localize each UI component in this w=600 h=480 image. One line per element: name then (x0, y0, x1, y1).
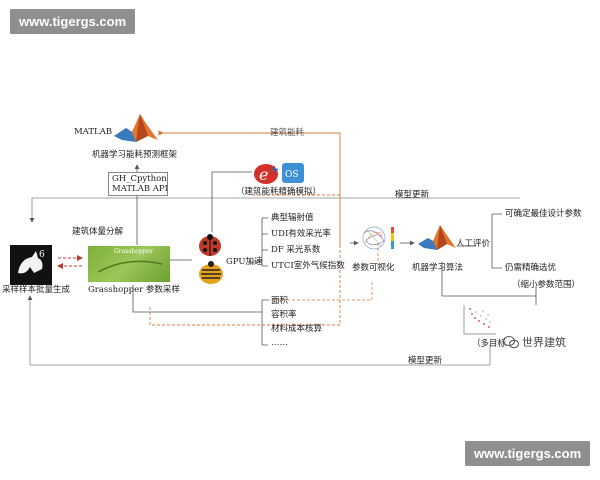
ladybug-icon (199, 234, 221, 256)
narrow-range-label: （缩小参数范围） (512, 280, 581, 290)
matlab-api-label: MATLAB API (112, 184, 168, 194)
wechat-logo: 世界建筑 (503, 334, 566, 350)
matlab-icon-ml (418, 225, 456, 250)
watermark-top: www.tigergs.com (10, 9, 136, 34)
metric-radiation: 典型辐射值 (271, 213, 314, 223)
energy-loop-line (149, 130, 341, 326)
sim-note-label: （建筑能耗精确模拟） (236, 187, 322, 197)
volume-decomp-label: 建筑体量分解 (72, 227, 124, 237)
metric-df: DF 采光系数 (271, 245, 321, 255)
svg-text:OS: OS (285, 170, 299, 180)
sample-gen-label: 采样样本批量生成 (2, 285, 71, 295)
watermark-bottom: www.tigergs.com (465, 441, 591, 466)
metric-far: 容积率 (271, 310, 297, 320)
multi-target-label: （多目标 (472, 339, 507, 349)
metric-udi: UDI有效采光率 (271, 229, 331, 239)
building-energy-label: 建筑能耗 (270, 128, 305, 138)
svg-text:e: e (259, 165, 268, 184)
honeybee-icon (199, 261, 223, 284)
logo-text: 世界建筑 (522, 336, 566, 349)
wechat-icon (503, 336, 519, 349)
manual-eval-label: 人工评价 (456, 239, 491, 249)
metric-material-cost: 材料成本核算 (271, 324, 323, 334)
svg-text:6: 6 (39, 250, 45, 260)
pareto-scatter (463, 305, 496, 335)
grasshopper-sampling-label: Grasshopper 参数采样 (88, 285, 180, 295)
param-vis-label: 参数可视化 (352, 263, 395, 273)
model-update-top-label: 模型更新 (395, 190, 430, 200)
grasshopper-image: Grasshopper (88, 246, 170, 282)
ml-framework-label: 机器学习能耗预测框架 (92, 150, 178, 160)
gpu-accel-label: GPU加速 (226, 257, 263, 267)
rhino-icon: 6 (10, 245, 52, 285)
fine-select-label: 仍需精确选优 (505, 263, 557, 273)
model-update-bottom-line (27, 295, 491, 366)
determine-best-label: 可确定最佳设计参数 (505, 209, 582, 219)
matlab-label: MATLAB (74, 127, 113, 137)
metric-area: 面积 (271, 296, 289, 306)
svg-text:+: + (270, 163, 279, 176)
ml-algorithm-label: 机器学习算法 (412, 263, 464, 273)
gh-cpython-label: GH_Cpython (112, 174, 167, 184)
matlab-icon (114, 114, 158, 142)
model-update-bottom-label: 模型更新 (408, 356, 443, 366)
param-vis-graphic (362, 226, 394, 250)
gh-cpython-box (108, 172, 168, 196)
grasshopper-title: Grasshopper (114, 248, 153, 255)
metric-utci: UTCI室外气候指数 (271, 261, 345, 271)
model-update-top-line (29, 197, 520, 223)
energyplus-icon: e + OS (254, 163, 304, 184)
metric-ellipsis: …… (271, 338, 288, 348)
